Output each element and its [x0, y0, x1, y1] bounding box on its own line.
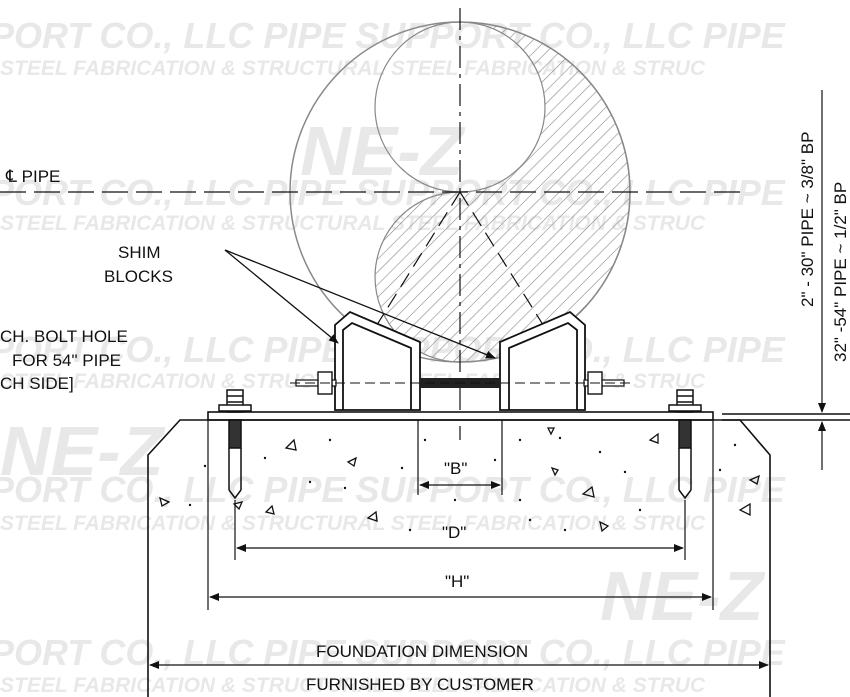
concrete-foundation [147, 419, 771, 697]
base-plate-note-large: 32" -54" PIPE ~ 1/2" BP [831, 182, 850, 362]
shim-leader-lines [224, 249, 496, 359]
watermark-logo: NE-Z [600, 557, 766, 635]
bolt-hole-note-line3: CH SIDE] [0, 374, 74, 393]
anchor-bolt-right [668, 389, 702, 500]
watermark-company-line: PORT CO., LLC PIPE SUPPORT CO., LLC PIPE [0, 469, 786, 510]
dimension-b-label: "B" [444, 459, 467, 478]
base-plate-note-small: 2" - 30" PIPE ~ 3/8" BP [798, 132, 817, 307]
shim-block-right [499, 310, 586, 411]
watermark-logo: NE-Z [300, 112, 466, 190]
watermark-fab-line: STEEL FABRICATION & STRUCTURAL STEEL FAB… [0, 674, 706, 697]
bolt-hole-note-line2: FOR 54" PIPE [12, 351, 121, 370]
shim-blocks-label-line1: SHIM [118, 243, 161, 262]
centerlines [0, 8, 740, 440]
base-plate-body [207, 411, 714, 421]
aggregate-marks [159, 427, 760, 533]
dimension-d-label: "D" [442, 523, 466, 542]
watermark-fab-line: STEEL FABRICATION & STRUCTURAL STEEL FAB… [0, 57, 706, 80]
anchor-bolt-left [218, 389, 252, 500]
dimension-lines [149, 90, 826, 669]
foundation-label-line2: FURNISHED BY CUSTOMER [306, 675, 534, 694]
foundation-label-line1: FOUNDATION DIMENSION [316, 642, 528, 661]
threaded-rod [290, 371, 630, 395]
watermark-fab-line: STEEL FABRICATION & STRUCTURAL STEEL FAB… [0, 512, 706, 535]
centerline-pipe-label: ℄ PIPE [5, 167, 60, 186]
shim-blocks-label-line2: BLOCKS [104, 267, 173, 286]
dimension-h-label: "H" [445, 572, 469, 591]
saddle-angle-line-right [459, 191, 566, 361]
bolt-hole-note-line1: CH. BOLT HOLE [0, 327, 128, 346]
base-plate [207, 411, 850, 421]
watermark-logo: NE-Z [0, 412, 166, 490]
saddle-angle-line-left [354, 191, 461, 361]
